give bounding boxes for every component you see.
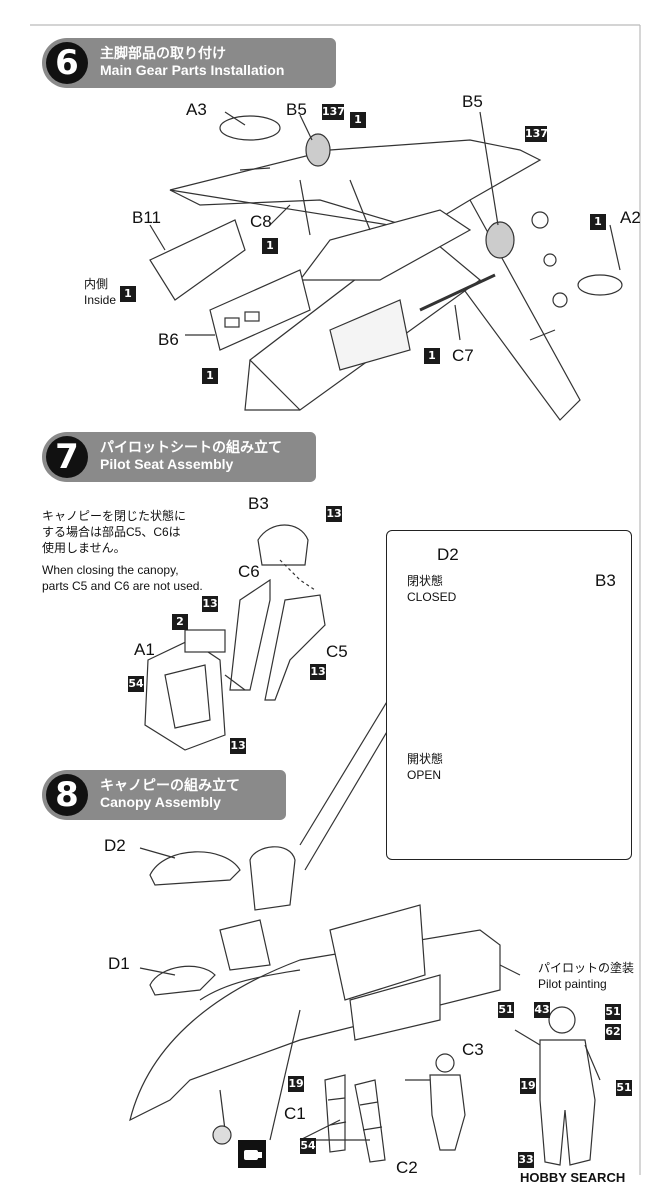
main-gear-drawing xyxy=(149,111,623,421)
part-label-c7: C7 xyxy=(452,346,474,365)
part-number-137-right: 137 xyxy=(525,126,548,142)
part-number-1-c: 1 xyxy=(590,214,606,230)
part-label-d2: D2 xyxy=(104,836,126,855)
part-label-c6: C6 xyxy=(238,562,260,581)
part-number-13-a: 13 xyxy=(326,506,342,522)
step-8-title-en: Canopy Assembly xyxy=(100,794,221,810)
paint-number-19-a: 19 xyxy=(288,1076,304,1092)
part-label-a2: A2 xyxy=(620,208,641,227)
part-number-2: 2 xyxy=(172,614,188,630)
step-8-title-jp: キャノピーの組み立て xyxy=(100,777,240,793)
pilot-painting-en: Pilot painting xyxy=(538,977,607,991)
glue-icon xyxy=(238,1140,266,1168)
canopy-state-inset: D2 B3 閉状態 CLOSED 開状態 OPEN xyxy=(386,530,632,860)
pilot-seat-drawing xyxy=(144,524,326,751)
part-label-b6: B6 xyxy=(158,330,179,349)
part-label-b3: B3 xyxy=(248,494,269,513)
paint-number-62: 62 xyxy=(605,1024,621,1040)
step-6-number: 6 xyxy=(46,42,88,84)
step-8-number: 8 xyxy=(46,774,88,816)
part-label-c3: C3 xyxy=(462,1040,484,1059)
inside-label-jp: 内側 xyxy=(84,277,109,291)
part-number-1-d: 1 xyxy=(120,286,136,302)
inside-label-en: Inside xyxy=(84,293,117,307)
part-number-13-c: 13 xyxy=(310,664,326,680)
part-label-b5-right: B5 xyxy=(462,92,483,111)
part-number-1-a: 1 xyxy=(350,112,366,128)
closed-label-jp: 閉状態 xyxy=(407,574,444,588)
watermark: HOBBY SEARCH xyxy=(520,1170,626,1185)
open-label-en: OPEN xyxy=(407,768,442,782)
part-label-b11: B11 xyxy=(132,208,161,227)
step-6-header: 6 主脚部品の取り付け Main Gear Parts Installation xyxy=(42,38,336,88)
open-label-jp: 開状態 xyxy=(407,752,444,766)
step-8-header: 8 キャノピーの組み立て Canopy Assembly xyxy=(42,770,286,820)
part-label-a1: A1 xyxy=(134,640,155,659)
part-number-54-b: 54 xyxy=(300,1138,316,1154)
canopy-note-jp-1: キャノピーを閉じた状態に xyxy=(42,509,187,523)
part-label-d1: D1 xyxy=(108,954,130,973)
canopy-assembly-drawing xyxy=(129,846,601,1166)
part-label-c2: C2 xyxy=(396,1158,418,1177)
canopy-note-jp-3: 使用しません。 xyxy=(42,541,126,555)
part-number-13-d: 13 xyxy=(230,738,246,754)
paint-number-43: 43 xyxy=(534,1002,550,1018)
step-6-title-jp: 主脚部品の取り付け xyxy=(100,45,226,61)
closed-label-en: CLOSED xyxy=(407,590,457,604)
step-7-title-jp: パイロットシートの組み立て xyxy=(100,439,282,455)
part-label-b5-left: B5 xyxy=(286,100,307,119)
canopy-note-en-1: When closing the canopy, xyxy=(42,563,179,577)
part-number-13-b: 13 xyxy=(202,596,218,612)
pilot-painting-jp: パイロットの塗装 xyxy=(538,961,635,975)
paint-number-51-b: 51 xyxy=(605,1004,621,1020)
paint-number-51-c: 51 xyxy=(616,1080,632,1096)
part-number-1-f: 1 xyxy=(424,348,440,364)
canopy-note-jp-2: する場合は部品C5、C6は xyxy=(42,525,181,539)
part-number-54: 54 xyxy=(128,676,144,692)
part-label-c8: C8 xyxy=(250,212,272,231)
part-label-a3: A3 xyxy=(186,100,207,119)
paint-number-33: 33 xyxy=(518,1152,534,1168)
paint-number-51-a: 51 xyxy=(498,1002,514,1018)
part-label-c1: C1 xyxy=(284,1104,306,1123)
inset-label-b3: B3 xyxy=(595,571,616,590)
step-7-title-en: Pilot Seat Assembly xyxy=(100,456,234,472)
step-7-number: 7 xyxy=(46,436,88,478)
paint-number-19-b: 19 xyxy=(520,1078,536,1094)
part-label-c5: C5 xyxy=(326,642,348,661)
canopy-note-en-2: parts C5 and C6 are not used. xyxy=(42,579,203,593)
inset-label-d2: D2 xyxy=(437,545,459,564)
step-7-header: 7 パイロットシートの組み立て Pilot Seat Assembly xyxy=(42,432,316,482)
step-6-title-en: Main Gear Parts Installation xyxy=(100,62,285,78)
part-number-137-left: 137 xyxy=(322,104,345,120)
part-number-1-b: 1 xyxy=(262,238,278,254)
part-number-1-e: 1 xyxy=(202,368,218,384)
